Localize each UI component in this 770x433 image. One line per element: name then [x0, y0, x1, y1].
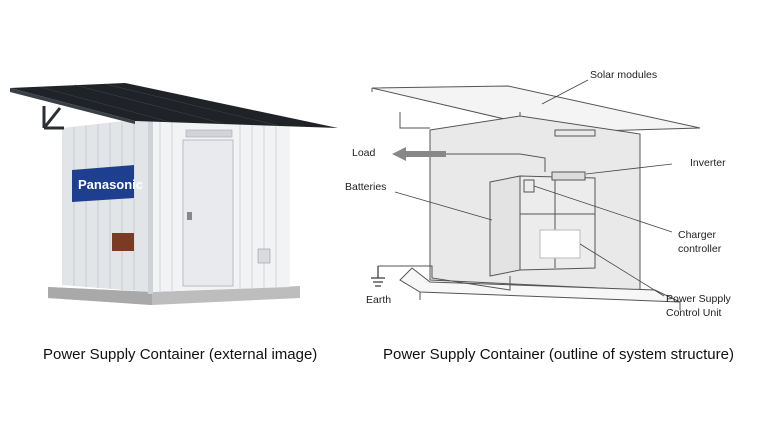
diagram-batteries	[489, 175, 521, 277]
label-control-unit: Control Unit	[666, 307, 722, 319]
diagram-roof	[371, 85, 701, 133]
label-solar-modules: Solar modules	[590, 69, 657, 81]
system-diagram-panel: Solar modules Load Inverter Batteries Ch…	[340, 0, 770, 433]
nameplate	[112, 233, 134, 251]
container-photo: Panasonic	[10, 83, 338, 305]
earth-symbol	[371, 266, 385, 287]
label-load: Load	[352, 147, 376, 159]
vent	[185, 129, 233, 138]
container-door	[182, 139, 234, 287]
diagram-control-unit	[539, 229, 581, 259]
label-earth: Earth	[366, 294, 391, 306]
label-controller: controller	[678, 243, 722, 255]
load-arrow	[392, 147, 406, 161]
diagram-caption: Power Supply Container (outline of syste…	[383, 346, 734, 363]
label-batteries: Batteries	[345, 181, 386, 193]
label-charger: Charger	[678, 229, 716, 241]
diagram-inverter	[551, 171, 586, 181]
container-left-face	[62, 118, 150, 292]
container-photo-panel: Panasonic	[0, 0, 380, 433]
brand-panel	[72, 165, 134, 202]
solar-roof	[10, 83, 338, 128]
label-inverter: Inverter	[690, 157, 726, 169]
system-diagram: Solar modules Load Inverter Batteries Ch…	[345, 69, 732, 319]
door-handle	[187, 212, 192, 220]
photo-caption: Power Supply Container (external image)	[43, 346, 318, 363]
label-power-supply: Power Supply	[666, 293, 732, 305]
brand-logo: Panasonic	[78, 177, 143, 192]
